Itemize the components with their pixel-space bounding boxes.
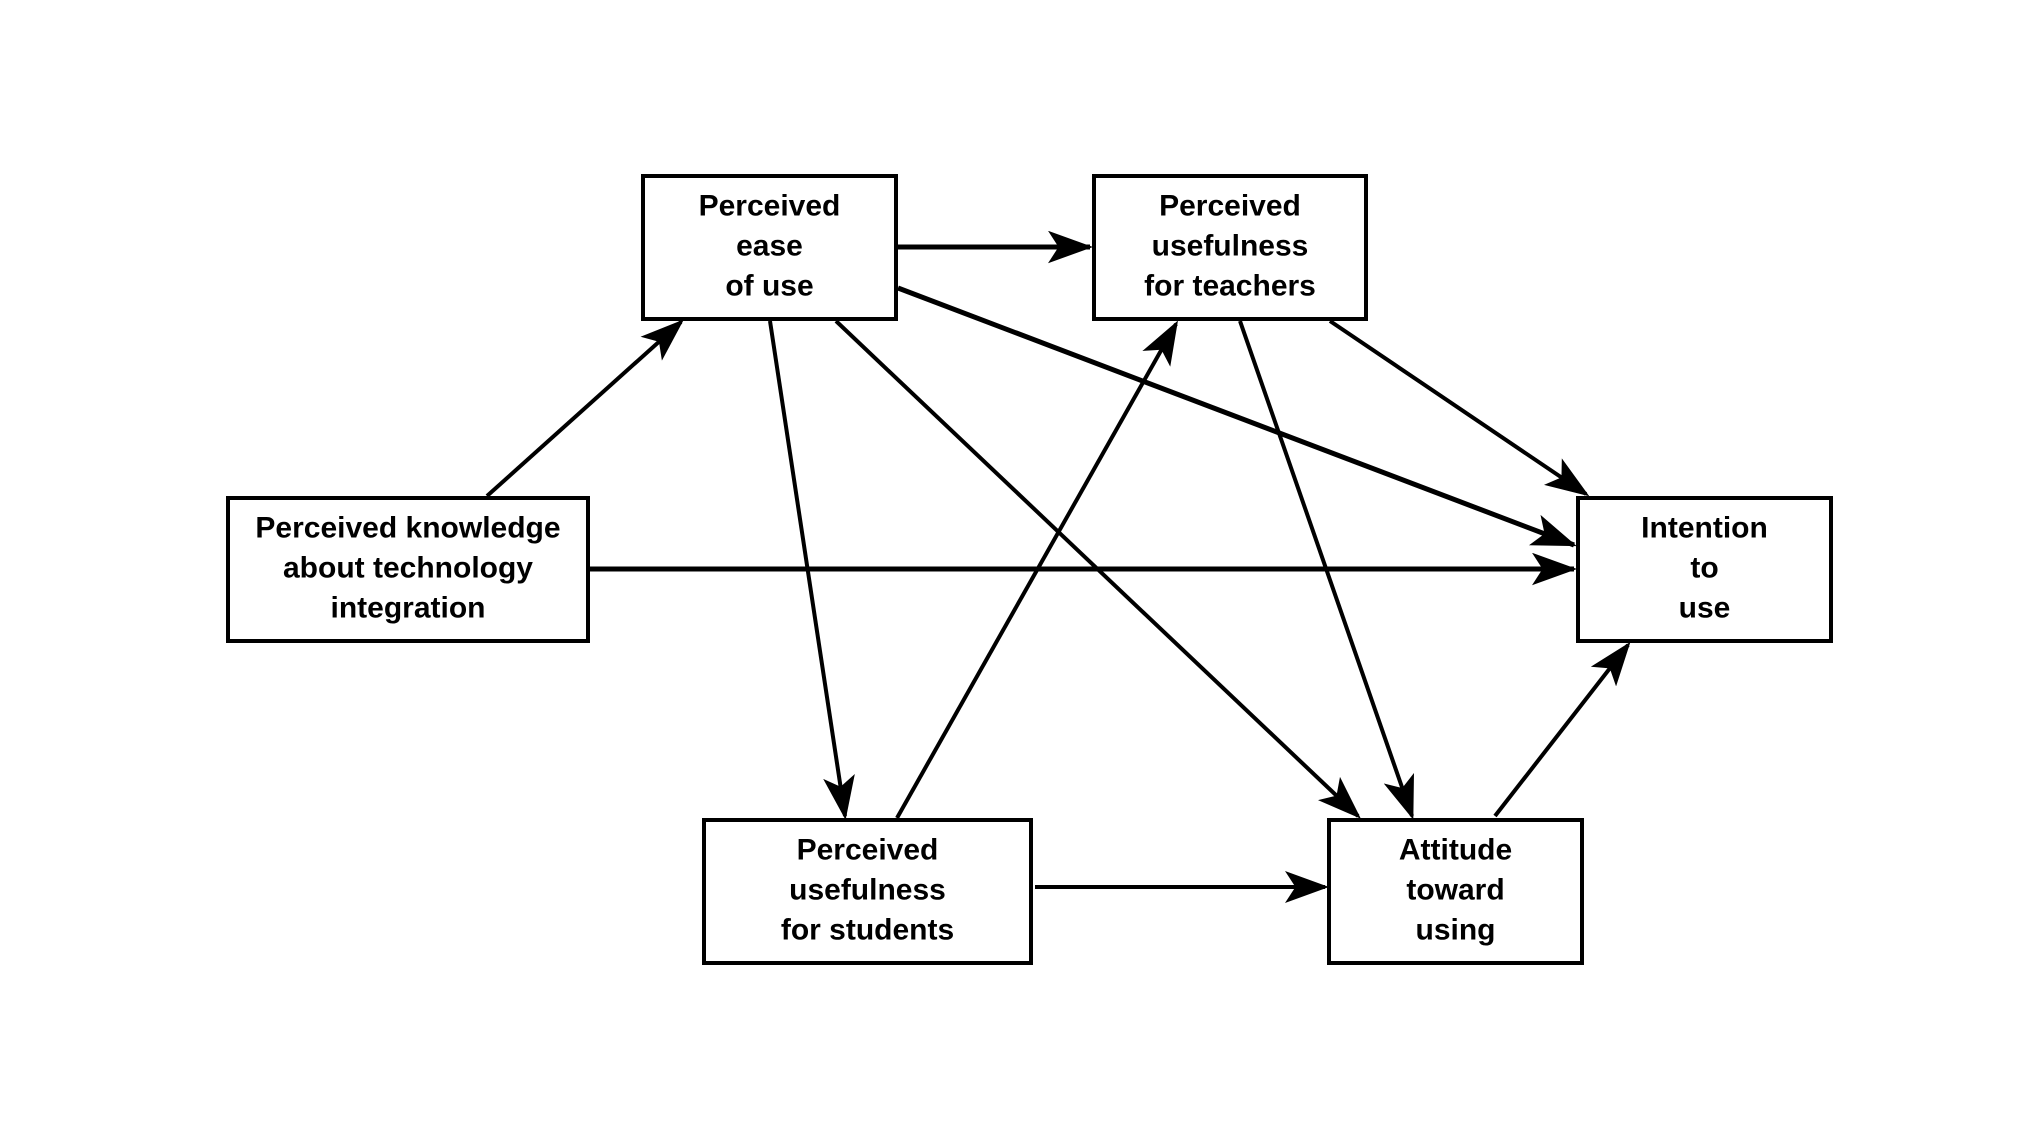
node-label-perceived-knowledge-about-technology-integration: Perceived knowledge <box>255 511 560 544</box>
node-box-perceived-usefulness-for-students <box>702 818 1033 965</box>
node-box-perceived-knowledge-about-technology-integration <box>226 496 590 643</box>
node-intention-to-use: Intention to use <box>1576 496 1833 643</box>
edge-usefulness-for-teachers-to-intention-to-use <box>1328 319 1590 497</box>
edge-usefulness-for-teachers-to-attitude-toward-using <box>1238 320 1414 820</box>
node-box-intention-to-use <box>1576 496 1833 643</box>
node-label-perceived-usefulness-for-students: Perceived <box>797 833 939 866</box>
node-label-perceived-knowledge-about-technology-integration: integration <box>331 591 486 624</box>
node-label-perceived-knowledge-about-technology-integration: about technology <box>283 551 533 584</box>
node-label-perceived-ease-of-use: of use <box>725 269 813 302</box>
node-perceived-usefulness-for-students: Perceived usefulness for students <box>702 818 1033 965</box>
node-perceived-usefulness-for-teachers: Perceived usefulness for teachers <box>1092 174 1368 321</box>
node-label-perceived-usefulness-for-teachers: usefulness <box>1152 229 1309 262</box>
node-label-perceived-usefulness-for-teachers: for teachers <box>1144 269 1316 302</box>
node-box-perceived-usefulness-for-teachers <box>1092 174 1368 321</box>
edge-usefulness-for-students-to-usefulness-for-teachers <box>895 320 1178 819</box>
node-label-intention-to-use: Intention <box>1641 511 1768 544</box>
node-label-attitude-toward-using: toward <box>1406 873 1504 906</box>
node-attitude-toward-using: Attitude toward using <box>1327 818 1584 965</box>
node-label-perceived-usefulness-for-teachers: Perceived <box>1159 189 1301 222</box>
edge-ease-of-use-to-intention-to-use <box>897 285 1577 548</box>
node-label-intention-to-use: to <box>1690 551 1718 584</box>
node-label-perceived-ease-of-use: Perceived <box>699 189 841 222</box>
node-label-attitude-toward-using: Attitude <box>1399 833 1512 866</box>
node-label-perceived-usefulness-for-students: for students <box>781 913 954 946</box>
edge-attitude-toward-using-to-intention-to-use <box>1493 641 1631 818</box>
node-label-perceived-ease-of-use: ease <box>736 229 803 262</box>
node-label-perceived-usefulness-for-students: usefulness <box>789 873 946 906</box>
node-box-perceived-ease-of-use <box>641 174 898 321</box>
node-label-attitude-toward-using: using <box>1416 913 1496 946</box>
edges-layer <box>485 230 1631 903</box>
node-box-attitude-toward-using <box>1327 818 1584 965</box>
node-label-intention-to-use: use <box>1679 591 1731 624</box>
node-perceived-ease-of-use: Perceived ease of use <box>641 174 898 321</box>
edge-knowledge-to-ease-of-use <box>485 319 684 498</box>
node-perceived-knowledge-about-technology-integration: Perceived knowledge about technology integ… <box>226 496 590 643</box>
